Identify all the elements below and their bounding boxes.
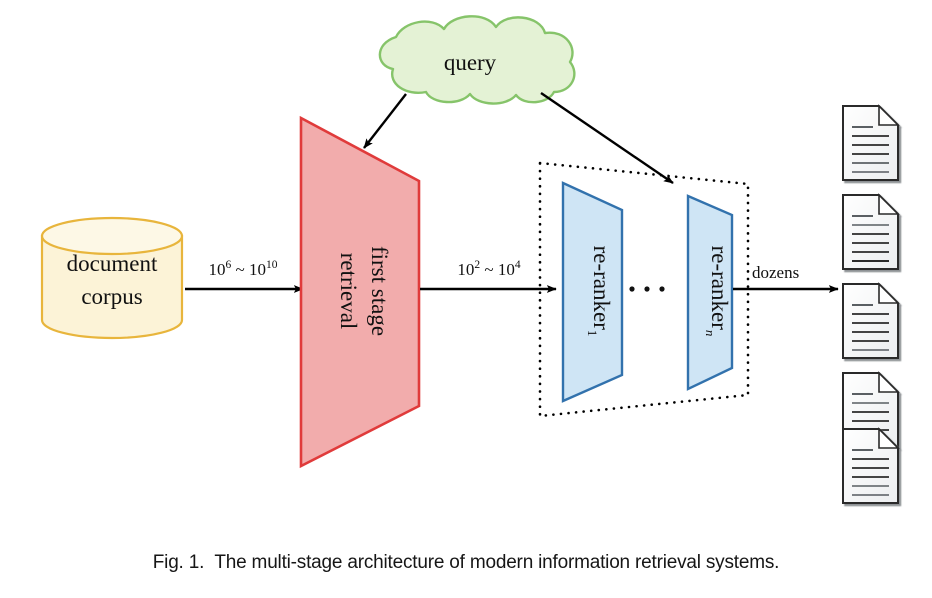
edge-first-stage-to-rerankers: 102 ~ 104 xyxy=(420,259,557,293)
edge-line xyxy=(363,93,407,149)
ellipsis-dot xyxy=(644,286,650,292)
edge-line xyxy=(540,92,674,184)
edge-rerankers-to-results: dozens xyxy=(733,263,839,293)
node-document-corpus[interactable]: document corpus xyxy=(40,216,184,340)
edge-label-first-stage-to-rerankers: 102 ~ 104 xyxy=(457,259,520,279)
document-fold-icon xyxy=(878,371,900,393)
document-fold-icon xyxy=(878,282,900,304)
reranker-ellipsis xyxy=(629,286,665,292)
edge-label-corpus-to-first-stage: 106 ~ 1010 xyxy=(209,259,278,279)
edge-query-to-first-stage xyxy=(363,93,407,149)
caption-number: Fig. 1. xyxy=(152,552,205,573)
node-reranker-first[interactable]: re-ranker1 xyxy=(561,181,624,403)
document-fold-icon xyxy=(878,427,900,449)
reranker-first-trapezoid xyxy=(561,181,624,403)
results-document-list xyxy=(842,104,900,504)
ellipsis-dot xyxy=(629,286,635,292)
reranker-last-trapezoid xyxy=(686,194,734,391)
first-stage-label-line2: retrieval xyxy=(336,253,361,330)
node-query-cloud[interactable]: query xyxy=(378,15,576,105)
caption-text: The multi-stage architecture of modern i… xyxy=(214,552,780,573)
cloud-shape xyxy=(378,15,576,105)
node-first-stage-retrieval[interactable]: first stage retrieval xyxy=(299,115,421,469)
list-item[interactable] xyxy=(842,427,900,504)
document-fold-icon xyxy=(878,104,900,126)
first-stage-trapezoid xyxy=(299,115,421,469)
list-item[interactable] xyxy=(842,104,900,181)
list-item[interactable] xyxy=(842,282,900,359)
reranker-group-dotted-border xyxy=(538,161,750,418)
cylinder-top xyxy=(40,216,184,256)
edge-corpus-to-first-stage: 106 ~ 1010 xyxy=(185,259,304,293)
edge-label-rerankers-to-results: dozens xyxy=(752,263,799,282)
document-fold-icon xyxy=(878,193,900,215)
corpus-label-line2: corpus xyxy=(81,284,142,309)
node-reranker-last[interactable]: re-rankern xyxy=(686,194,734,391)
figure-caption: Fig. 1. The multi-stage architecture of … xyxy=(0,552,932,574)
query-label: query xyxy=(444,50,497,75)
ellipsis-dot xyxy=(659,286,665,292)
cylinder-body xyxy=(40,234,184,340)
list-item[interactable] xyxy=(842,193,900,270)
reranker-first-label: re-ranker1 xyxy=(585,246,614,337)
reranker-last-label: re-rankern xyxy=(703,246,732,337)
first-stage-label-line1: first stage xyxy=(367,246,392,336)
edge-query-to-rerankers xyxy=(540,92,674,184)
node-reranker-group xyxy=(538,161,750,418)
corpus-label-line1: document xyxy=(67,251,158,276)
